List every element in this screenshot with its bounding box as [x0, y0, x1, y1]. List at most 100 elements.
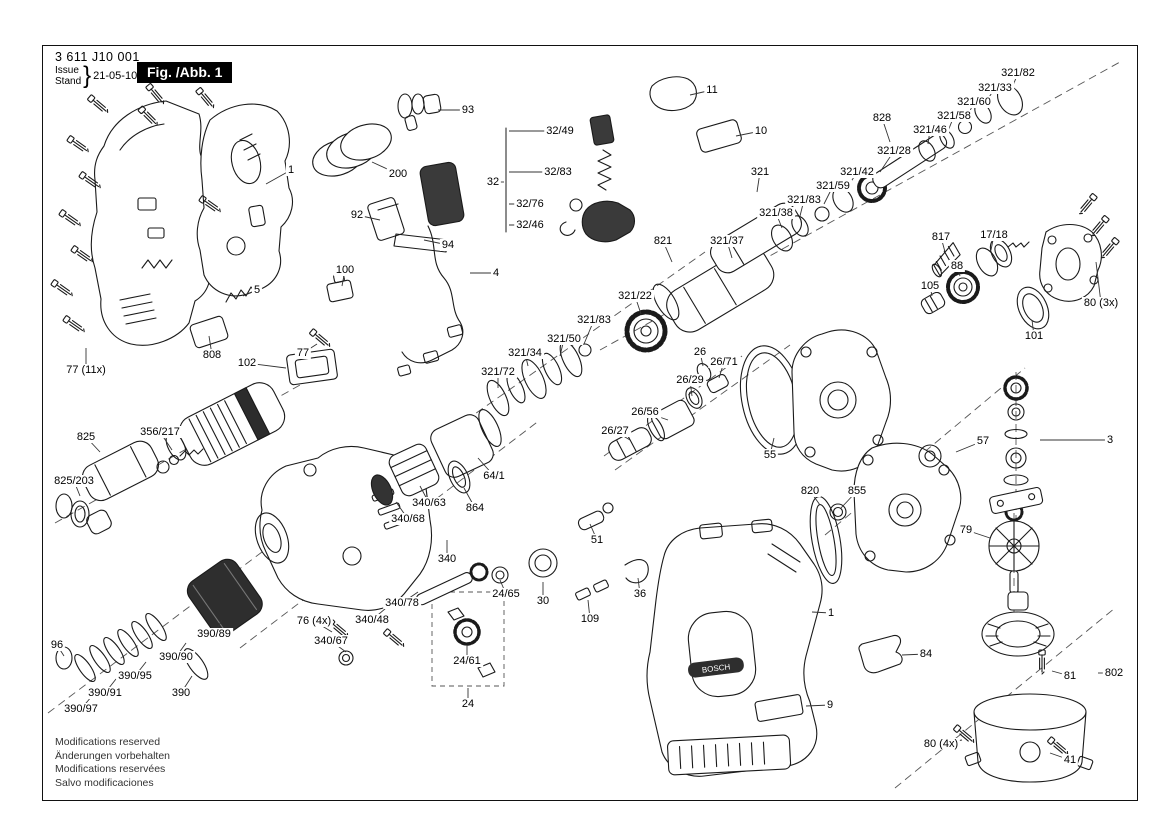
clip-32-46 — [559, 221, 576, 236]
striker-26-group — [608, 363, 729, 461]
nameplate-9 — [754, 694, 804, 722]
leader-line — [356, 214, 381, 221]
brace-glyph: } — [83, 62, 92, 89]
leader-line — [809, 490, 821, 506]
bracket-100-group — [326, 272, 354, 303]
leader-line — [134, 661, 147, 677]
leader-line — [1051, 670, 1071, 677]
clutch-17-18 — [975, 247, 999, 277]
spring-5 — [225, 286, 257, 303]
leader-line — [80, 695, 93, 710]
tool-body-group: BOSCH — [646, 518, 823, 777]
notice-line-es: Salvo modificaciones — [55, 776, 154, 789]
issue-label: Issue — [55, 64, 79, 76]
leader-line — [583, 319, 595, 345]
ring-340-68 — [370, 474, 394, 506]
o-ring-96 — [55, 646, 73, 670]
switch-plate-92-94-group — [367, 197, 449, 253]
top-right-cover-group — [1039, 192, 1121, 302]
leader-line — [637, 577, 641, 595]
leader-line — [423, 239, 449, 246]
hammer-pipe-821-group — [652, 202, 802, 333]
leader-line — [104, 678, 117, 694]
leader-line — [901, 653, 927, 656]
brand-logo-text: BOSCH — [701, 662, 731, 674]
bevel-gear-cluster-group — [920, 238, 1050, 330]
gear-24-61 — [453, 618, 481, 646]
internal-spring-detail — [141, 259, 173, 269]
wiring-harness-4-group — [397, 161, 465, 377]
pin-51 — [577, 510, 605, 531]
leader-line — [845, 171, 858, 191]
motor-housing-halves-group — [90, 100, 293, 346]
leader-line — [799, 199, 805, 217]
leader-line — [940, 236, 946, 253]
stand-label: Stand — [55, 76, 82, 87]
leader-line — [313, 620, 333, 633]
leader-line — [208, 335, 213, 356]
cover-11 — [649, 76, 697, 112]
o-ring-train-group — [486, 340, 592, 417]
leader-line — [881, 117, 891, 143]
notice-line-de: Änderungen vorbehalten — [55, 749, 171, 762]
cap-93-group — [397, 93, 442, 131]
leader-line — [965, 101, 975, 121]
bearing-stack-3-group — [989, 375, 1044, 515]
leader-line — [689, 89, 713, 96]
spring-32-83 — [597, 149, 612, 191]
bracket-102-group — [286, 348, 338, 386]
grip-rings-390-group — [55, 558, 263, 683]
motor-armature-group — [981, 579, 1055, 675]
cylinder-64-1 — [430, 414, 494, 478]
intermediate-flange-group — [739, 329, 892, 584]
leader-line — [756, 171, 761, 193]
plate-10 — [696, 119, 742, 153]
screw-77-single — [308, 327, 333, 350]
leader-line — [947, 115, 955, 132]
leader-line — [159, 431, 173, 451]
fan-rotor-79-group — [988, 502, 1040, 594]
spring-356-217 — [179, 448, 204, 457]
screw-81 — [1038, 649, 1046, 675]
ring-gear-101 — [1016, 286, 1050, 330]
brand-logo: BOSCH — [688, 657, 744, 678]
gear-train-rings-group — [770, 84, 1023, 252]
notice-line-en: Modifications reserved — [55, 736, 161, 748]
chuck-assembly-group — [55, 382, 286, 535]
leader-line — [85, 436, 101, 453]
shaft-340-78 — [415, 572, 473, 606]
figure-label: Fig. /Abb. 1 — [137, 62, 233, 83]
issue-stand-block: Issue Stand } 21-05-10 — [55, 64, 137, 88]
leader-line — [983, 87, 996, 106]
group-24-dashed-box — [431, 591, 505, 687]
leader-line — [955, 440, 984, 453]
ring-32-76 — [569, 198, 583, 212]
notice-line-fr: Modifications reservées — [55, 763, 166, 776]
leader-line — [1049, 752, 1071, 761]
leader-line — [73, 480, 81, 497]
gear-321-22 — [624, 309, 668, 353]
switch-contact-32-group — [505, 114, 636, 243]
plate-808 — [189, 315, 229, 349]
page-frame — [42, 45, 1138, 801]
gear-88 — [946, 270, 980, 304]
leader-line — [1095, 261, 1102, 304]
leader-line — [371, 161, 399, 175]
leader-line — [463, 487, 476, 509]
leader-line — [965, 529, 991, 539]
issue-stand-labels: Issue Stand — [55, 65, 81, 88]
belt-clip-84 — [858, 634, 903, 674]
roller-105 — [920, 291, 946, 315]
wire-clip-36 — [624, 559, 649, 584]
washer-24-65 — [491, 566, 509, 584]
nut-340-67 — [338, 650, 354, 666]
pin-109 — [575, 587, 591, 601]
leader-line — [662, 240, 673, 263]
leader-line — [246, 362, 287, 369]
leader-line — [940, 739, 963, 745]
modifications-notice: Modifications reserved Änderungen vorbeh… — [55, 736, 170, 791]
screw-76 — [326, 617, 351, 640]
leader-line — [180, 675, 193, 694]
battery-foot — [667, 734, 792, 776]
